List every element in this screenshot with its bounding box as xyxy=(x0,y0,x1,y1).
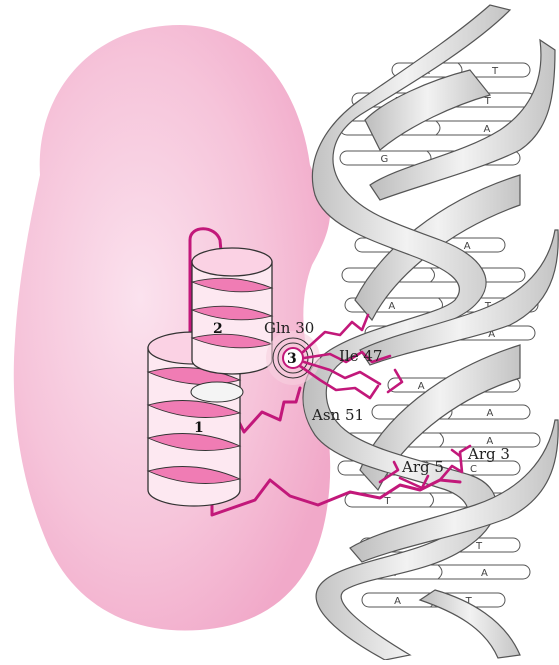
dna-backbone-strand-5 xyxy=(349,419,559,563)
base-right-label: T xyxy=(491,66,499,77)
base-right-label: A xyxy=(487,408,494,419)
base-pair-divider xyxy=(429,492,434,508)
base-left-label: T xyxy=(383,496,391,507)
base-right-label: T xyxy=(484,96,492,107)
base-right-label: A xyxy=(481,568,488,579)
dna-backbone-strand-1 xyxy=(364,69,492,151)
residue-arg5-label: Arg 5 xyxy=(401,458,444,476)
dna-backbone-strand-3 xyxy=(369,38,556,201)
dna-backbone-strand-6 xyxy=(418,589,521,659)
helix-1-label: 1 xyxy=(194,420,204,436)
base-right-label: A xyxy=(464,241,471,252)
base-left-label: A xyxy=(418,381,425,392)
dna-double-helix: ATATTAGCCATAATAATCATAGCTAATTAAT xyxy=(302,4,559,661)
base-pair-divider xyxy=(430,267,435,283)
dna-backbone-strand-4 xyxy=(359,229,559,366)
protein-body xyxy=(13,25,331,631)
helix-2 xyxy=(190,247,274,375)
base-pair-divider xyxy=(435,120,441,136)
gln30-side-chain xyxy=(301,313,370,354)
side-chains xyxy=(298,313,472,490)
asn51-side-chain xyxy=(298,364,380,400)
base-right-label: A xyxy=(484,124,491,135)
residue-asn51-label: Asn 51 xyxy=(311,406,364,424)
helix-3-label: 3 xyxy=(287,351,297,367)
base-left-label: A xyxy=(388,301,395,312)
base-right-label: A xyxy=(486,436,493,447)
base-pair-divider xyxy=(437,564,443,580)
base-right-label: T xyxy=(465,596,473,607)
residue-arg3-label: Arg 3 xyxy=(467,445,510,463)
residue-ile47-label: Ile 47 xyxy=(339,347,382,365)
arg5-side-chain xyxy=(378,460,400,484)
base-left-label: G xyxy=(381,154,389,165)
base-right-label: A xyxy=(488,329,495,340)
dna-backbone-strand-1c xyxy=(359,344,521,492)
base-right-label: C xyxy=(470,464,477,475)
base-right-label: T xyxy=(475,541,483,552)
arg3-side-chain xyxy=(438,444,472,482)
helix-2-label: 2 xyxy=(213,321,223,337)
base-pair-divider xyxy=(439,432,444,448)
residue-gln30-label: Gln 30 xyxy=(264,319,314,337)
base-left-label: A xyxy=(394,596,401,607)
